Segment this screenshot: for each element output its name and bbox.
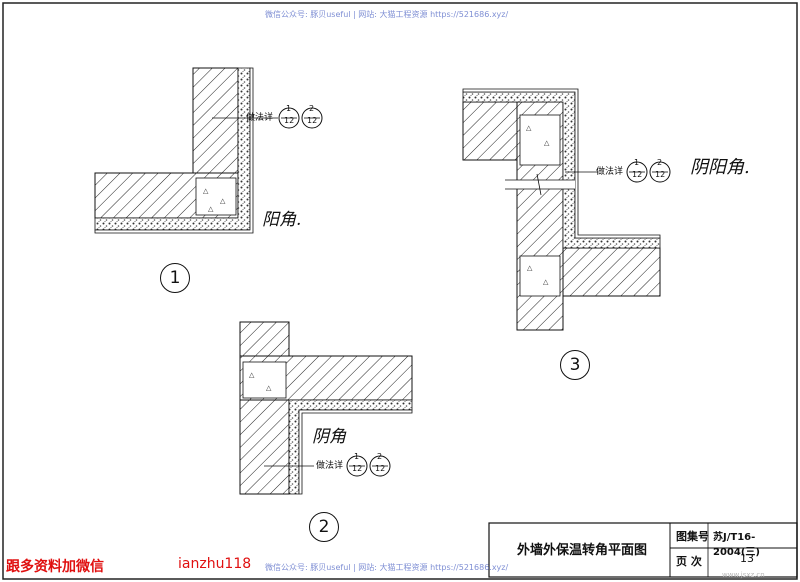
- detail-2-ref-circles: [346, 455, 391, 477]
- svg-text:△: △: [543, 278, 549, 286]
- svg-text:△: △: [208, 205, 214, 213]
- ref1-top: 1: [286, 104, 292, 113]
- detail-2-hand-label: 阴角: [312, 427, 346, 447]
- annotation-label: 做法详: [246, 113, 274, 123]
- annotation-label: 做法详: [596, 167, 624, 177]
- detail-2-inside-corner: △ △: [239, 321, 413, 495]
- drawing-title: 外墙外保温转角平面图: [516, 543, 647, 558]
- detail-3-mixed-corner: △ △ △ △: [462, 88, 661, 331]
- detail-2-annotation: 做法详: [316, 458, 343, 471]
- watermark-bottom: 微信公众号: 豚贝useful | 网站: 大猫工程资源 https://521…: [265, 563, 509, 572]
- detail-3-number: 3: [560, 350, 590, 380]
- ref2-top: 2: [657, 158, 663, 167]
- svg-text:△: △: [220, 197, 226, 205]
- detail-1-hand-label: 阳角.: [262, 210, 302, 230]
- detail-1-outside-corner: △ △ △: [94, 67, 278, 234]
- detail-1-number: 1: [160, 263, 190, 293]
- detail-2-number: 2: [309, 512, 339, 542]
- annotation-label: 做法详: [316, 461, 344, 471]
- ref2-bottom: 12: [307, 116, 318, 125]
- ref1-top: 1: [634, 158, 640, 167]
- page-value: 13: [740, 552, 754, 565]
- svg-text:△: △: [544, 139, 550, 147]
- ref1-bottom: 12: [284, 116, 295, 125]
- detail-1-annotation: 做法详: [246, 110, 273, 123]
- ref1-top: 1: [354, 452, 360, 461]
- ref2-top: 2: [377, 452, 383, 461]
- detail-1-ref-circles: [278, 107, 323, 129]
- footer-note: 跟多资料加微信: [6, 559, 104, 575]
- ref1-bottom: 12: [632, 170, 643, 179]
- detail-3-hand-label: 阴阳角.: [690, 157, 750, 178]
- watermark-top: 微信公众号: 豚贝useful | 网站: 大猫工程资源 https://521…: [265, 10, 509, 19]
- svg-text:△: △: [203, 187, 209, 195]
- detail-3-ref-circles: [626, 161, 671, 183]
- svg-text:△: △: [526, 124, 532, 132]
- svg-text:△: △: [266, 384, 272, 392]
- footer-id: ianzhu118: [178, 556, 252, 572]
- title-block-frame: [488, 522, 798, 578]
- faint-url: www.jsxz.cn: [722, 571, 765, 579]
- atlas-label: 图集号: [676, 530, 709, 543]
- ref1-bottom: 12: [352, 464, 363, 473]
- atlas-value: 苏J/T16-2004(三): [713, 532, 760, 558]
- detail-3-annotation: 做法详: [596, 164, 623, 177]
- svg-text:△: △: [527, 264, 533, 272]
- page-label: 页 次: [676, 555, 702, 568]
- ref2-bottom: 12: [655, 170, 666, 179]
- ref2-bottom: 12: [375, 464, 386, 473]
- svg-text:△: △: [249, 371, 255, 379]
- ref2-top: 2: [309, 104, 315, 113]
